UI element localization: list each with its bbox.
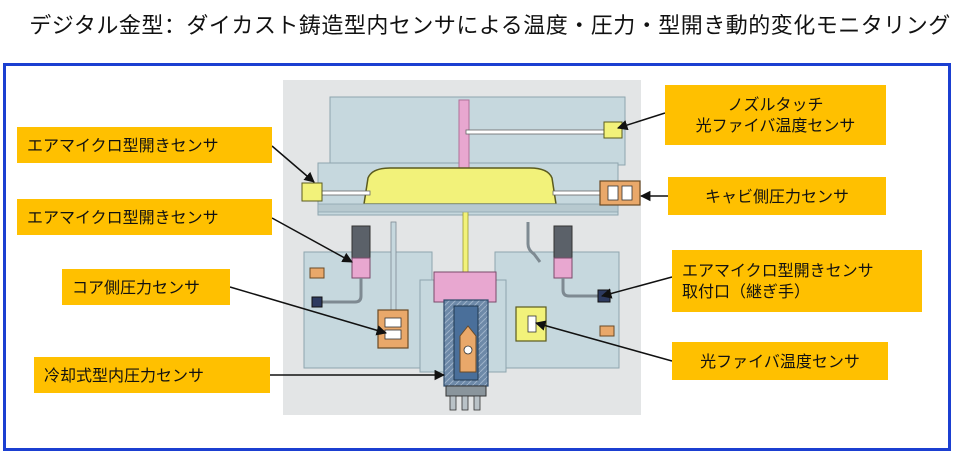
nozzle-fiber-rod [465, 129, 609, 135]
diagram-frame [3, 63, 951, 451]
cavity-rod [552, 190, 606, 196]
cavity-pressure-sensor [599, 180, 641, 206]
leader-air-micro-top [271, 145, 315, 183]
sprue-bushing-lower [462, 209, 469, 277]
casting-part [363, 167, 557, 205]
label-air-micro-top: エアマイクロ型開きセンサ [17, 127, 272, 163]
label-air-micro-mid: エアマイクロ型開きセンサ [17, 199, 272, 235]
label-port: エアマイクロ型開きセンサ 取付口（継ぎ手） [672, 250, 922, 312]
fitting-left [309, 267, 325, 279]
air-hose-right [561, 278, 600, 298]
fitting-right-low [599, 325, 615, 337]
label-core-pressure: コア側圧力センサ [62, 269, 230, 305]
parting-line [317, 203, 619, 213]
page-title: デジタル金型：ダイカスト鋳造型内センサによる温度・圧力・型開き動的変化モニタリン… [29, 14, 951, 39]
air-micro-sensor-right-body [553, 225, 573, 259]
air-micro-sensor-right-tip [553, 257, 573, 279]
leader-fiber-temp [534, 320, 673, 362]
leader-port [600, 276, 673, 299]
label-cavity-pressure: キャビ側圧力センサ [668, 177, 886, 215]
nozzle-fiber-tip [603, 121, 623, 139]
core-pressure-sensor [377, 309, 409, 349]
label-nozzle-fiber: ノズルタッチ 光ファイバ温度センサ [665, 85, 886, 145]
air-micro-sensor-left-tip [351, 257, 371, 279]
leader-air-micro-mid [271, 217, 353, 263]
air-micro-sensor-left-body [351, 225, 371, 259]
air-hose-left [316, 278, 363, 304]
leader-core-pressure [229, 286, 388, 336]
air-micro-head-upper [301, 182, 323, 202]
label-fiber-temp: 光ファイバ温度センサ [672, 342, 888, 380]
air-micro-rod-upper [317, 190, 371, 196]
leader-nozzle [616, 112, 666, 131]
center-sensor-holder [433, 271, 497, 303]
sprue-channel [458, 99, 470, 173]
label-cooled-pressure: 冷却式型内圧力センサ [34, 357, 270, 393]
